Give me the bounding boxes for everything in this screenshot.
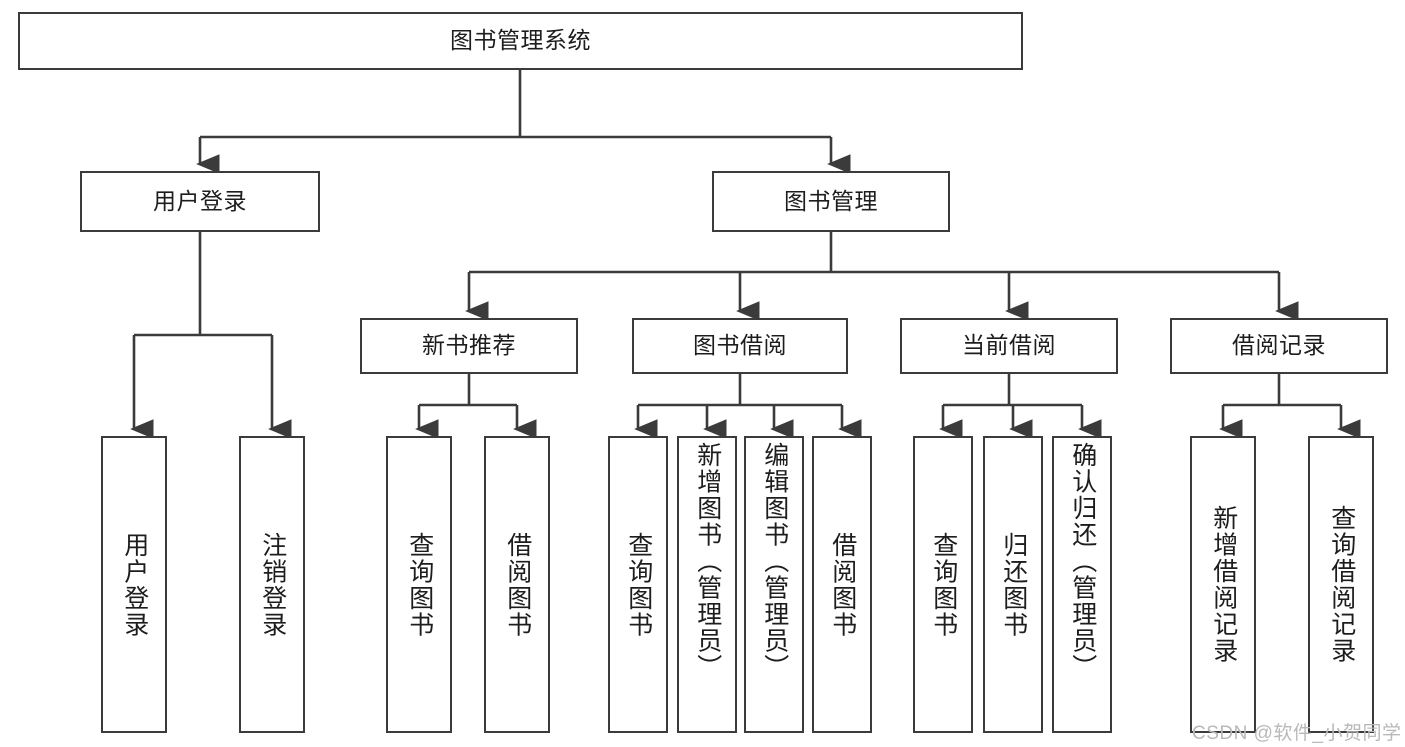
node-label: 图书借阅: [693, 332, 787, 359]
node-label: 查询借阅记录: [1327, 505, 1356, 664]
node-leaf-query-borrow-record[interactable]: 查询借阅记录: [1308, 436, 1374, 733]
csdn-watermark: CSDN @软件_小贺同学: [1192, 723, 1402, 744]
node-leaf-add-book-admin[interactable]: 新增图书（管理员）: [677, 436, 737, 733]
node-leaf-borrow-books-new[interactable]: 借阅图书: [484, 436, 550, 733]
node-leaf-add-borrow-record[interactable]: 新增借阅记录: [1190, 436, 1256, 733]
node-leaf-query-books-current[interactable]: 查询图书: [913, 436, 973, 733]
node-label: 注销登录: [258, 531, 287, 638]
node-label: 查询图书: [405, 531, 434, 638]
node-label: 新增借阅记录: [1209, 505, 1238, 664]
node-label: 借阅记录: [1232, 332, 1326, 359]
node-leaf-user-login[interactable]: 用户登录: [101, 436, 167, 733]
node-level3-current-borrow[interactable]: 当前借阅: [900, 318, 1118, 374]
node-level3-book-borrow[interactable]: 图书借阅: [632, 318, 848, 374]
node-label: 新书推荐: [422, 332, 516, 359]
node-leaf-return-books[interactable]: 归还图书: [983, 436, 1043, 733]
node-level2-book-management[interactable]: 图书管理: [712, 171, 950, 232]
node-level3-new-book-recommend[interactable]: 新书推荐: [360, 318, 578, 374]
node-label: 借阅图书: [828, 531, 857, 638]
node-label: 编辑图书（管理员）: [760, 442, 789, 681]
node-leaf-logout[interactable]: 注销登录: [239, 436, 305, 733]
node-label: 借阅图书: [503, 531, 532, 638]
node-label: 归还图书: [999, 531, 1028, 638]
node-leaf-confirm-return-admin[interactable]: 确认归还（管理员）: [1052, 436, 1112, 733]
node-leaf-edit-book-admin[interactable]: 编辑图书（管理员）: [744, 436, 804, 733]
node-leaf-query-books-new[interactable]: 查询图书: [386, 436, 452, 733]
node-root[interactable]: 图书管理系统: [18, 12, 1023, 70]
node-level3-borrow-record[interactable]: 借阅记录: [1170, 318, 1388, 374]
node-root-label: 图书管理系统: [450, 27, 591, 54]
node-label: 用户登录: [153, 187, 247, 214]
node-level2-user-login[interactable]: 用户登录: [80, 171, 320, 232]
node-leaf-query-books-borrow[interactable]: 查询图书: [608, 436, 668, 733]
node-leaf-borrow-books[interactable]: 借阅图书: [812, 436, 872, 733]
node-label: 图书管理: [784, 187, 878, 214]
node-label: 用户登录: [120, 531, 149, 638]
node-label: 新增图书（管理员）: [693, 442, 722, 681]
node-label: 查询图书: [929, 531, 958, 638]
node-label: 确认归还（管理员）: [1068, 442, 1097, 681]
node-label: 当前借阅: [962, 332, 1056, 359]
node-label: 查询图书: [624, 531, 653, 638]
